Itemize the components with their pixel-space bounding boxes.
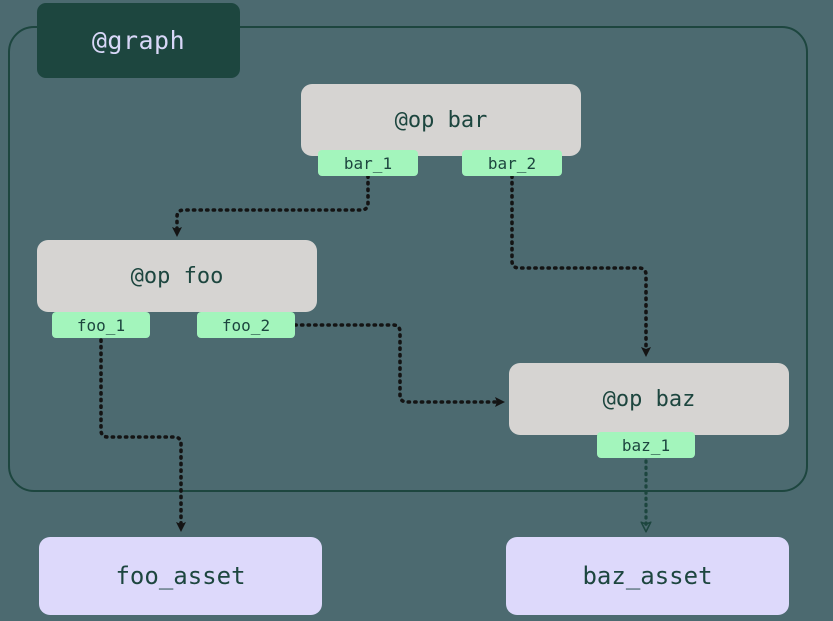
port-foo-1[interactable]: foo_1: [52, 312, 150, 338]
port-bar-2-label: bar_2: [487, 153, 537, 173]
port-foo-2[interactable]: foo_2: [197, 312, 295, 338]
port-bar-1[interactable]: bar_1: [318, 150, 418, 176]
asset-node-foo-asset-label: foo_asset: [115, 562, 246, 590]
port-baz-1-label: baz_1: [621, 435, 671, 455]
port-baz-1[interactable]: baz_1: [597, 432, 695, 458]
op-node-baz-label: @op baz: [602, 386, 696, 412]
op-node-bar-label: @op bar: [394, 107, 488, 133]
graph-cluster-label[interactable]: @graph: [37, 3, 240, 78]
op-node-baz[interactable]: @op baz: [509, 363, 789, 435]
asset-node-foo-asset[interactable]: foo_asset: [39, 537, 322, 615]
op-node-bar[interactable]: @op bar: [301, 84, 581, 156]
op-node-foo-label: @op foo: [130, 263, 224, 289]
port-foo-2-label: foo_2: [221, 315, 271, 335]
port-bar-2[interactable]: bar_2: [462, 150, 562, 176]
asset-node-baz-asset[interactable]: baz_asset: [506, 537, 789, 615]
port-foo-1-label: foo_1: [76, 315, 126, 335]
port-bar-1-label: bar_1: [343, 153, 393, 173]
graph-cluster-boundary: [8, 26, 808, 492]
op-node-foo[interactable]: @op foo: [37, 240, 317, 312]
asset-node-baz-asset-label: baz_asset: [582, 562, 713, 590]
